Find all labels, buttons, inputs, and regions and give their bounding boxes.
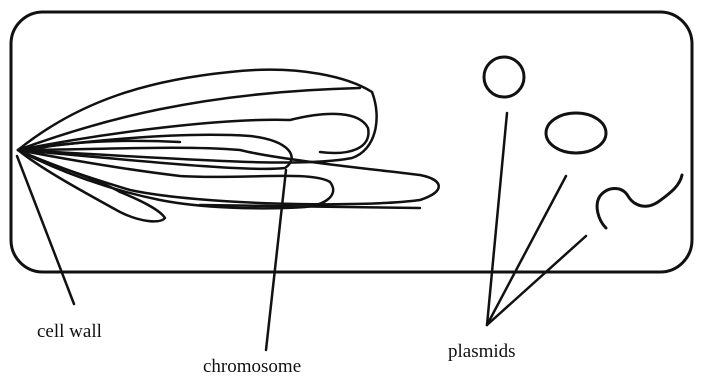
plasmids-label: plasmids: [448, 342, 516, 361]
cell-wall-leader-line: [17, 156, 74, 304]
chromosome-loops: [18, 70, 439, 222]
chromosome-label: chromosome: [203, 357, 301, 376]
plasmid-squiggle: [597, 175, 682, 228]
plasmid-oval: [546, 113, 606, 153]
plasmid-circle: [484, 57, 524, 97]
plasmids-leader-line-3: [487, 236, 586, 325]
cell-wall-label: cell wall: [37, 322, 102, 341]
chromosome-leader-line: [266, 170, 286, 350]
